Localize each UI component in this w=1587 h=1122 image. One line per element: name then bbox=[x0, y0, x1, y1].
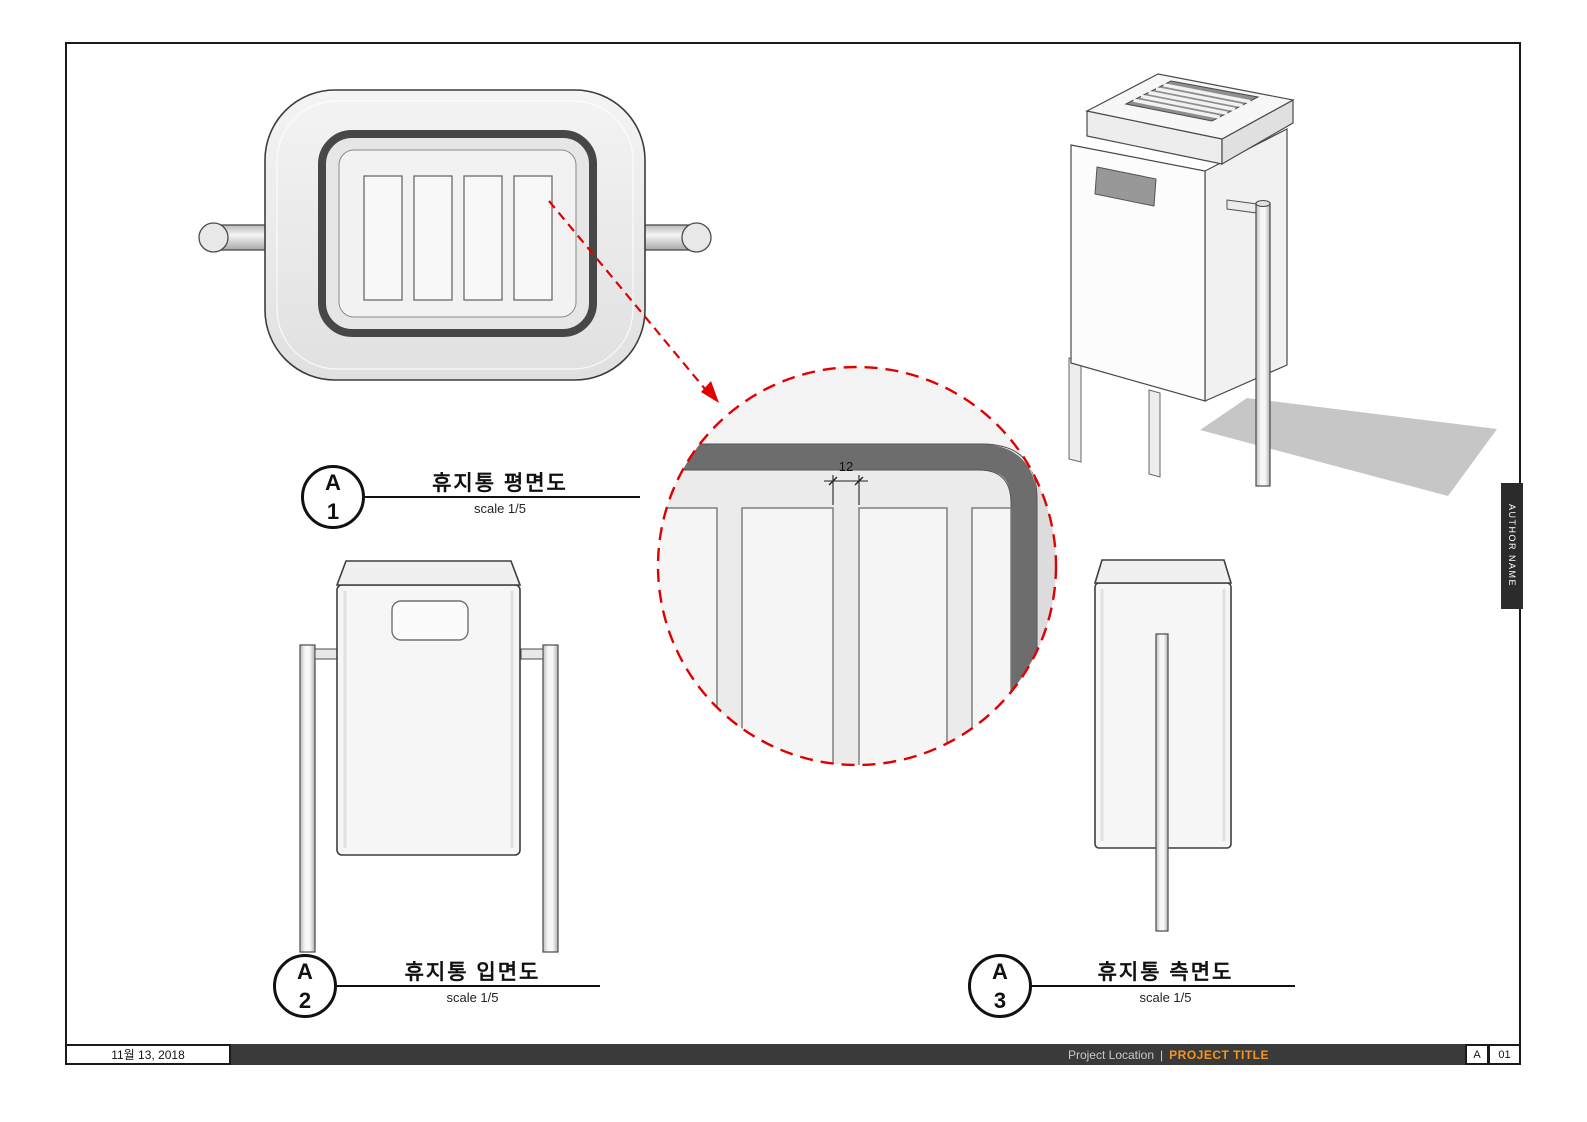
elevation-left-arm bbox=[314, 648, 338, 660]
view-scale-side-elevation: scale 1/5 bbox=[1139, 990, 1192, 1005]
bin-front-face bbox=[1070, 144, 1206, 402]
author-name-tab: AUTHOR NAME bbox=[1501, 483, 1523, 609]
dimension-value: 12 bbox=[839, 459, 853, 474]
bin-leg-cap bbox=[1255, 200, 1271, 207]
date-cell: 11월 13, 2018 bbox=[65, 1044, 231, 1065]
dimension-tick bbox=[828, 476, 838, 486]
detail-rim-inner-edge bbox=[658, 469, 1012, 765]
bin-front-right-leg bbox=[1255, 202, 1271, 487]
ref-bubble-plan: A 1 bbox=[301, 465, 365, 529]
lid-slat-line bbox=[1140, 94, 1228, 116]
title-block-footer: 11월 13, 2018 Project Location | PROJECT … bbox=[65, 1044, 1521, 1065]
ref-line-side-elevation bbox=[970, 985, 1295, 987]
detail-lid-rim bbox=[658, 444, 1037, 765]
ref-letter: A bbox=[992, 958, 1008, 984]
plan-slat bbox=[363, 175, 403, 301]
view-title-side-elevation: 휴지통 측면도 bbox=[1097, 961, 1234, 984]
detail-callout-drawing: 12 bbox=[656, 365, 1058, 767]
project-location: Project Location bbox=[1067, 1047, 1155, 1062]
plan-right-handle-cap bbox=[681, 222, 712, 253]
lid-slat-line bbox=[1148, 90, 1236, 112]
project-title-bar: Project Location | PROJECT TITLE bbox=[231, 1044, 1465, 1065]
ref-bubble-front-elevation: A 2 bbox=[273, 954, 337, 1018]
elevation-label-plate bbox=[391, 600, 469, 641]
perspective-view-drawing bbox=[1068, 73, 1497, 496]
ref-letter: A bbox=[297, 958, 313, 984]
bin-back-mid-leg bbox=[1148, 389, 1161, 478]
front-elevation-drawing bbox=[299, 560, 559, 953]
view-title-plan: 휴지통 평면도 bbox=[432, 472, 568, 495]
footer-separator: | bbox=[1160, 1047, 1164, 1062]
ref-number: 3 bbox=[993, 987, 1007, 1013]
plan-slat bbox=[513, 175, 553, 301]
lid-slat-line bbox=[1163, 83, 1251, 104]
detail-slat bbox=[741, 507, 834, 765]
ref-line-plan bbox=[303, 496, 640, 498]
ref-number: 1 bbox=[326, 498, 340, 524]
lid-slat-line bbox=[1133, 98, 1221, 119]
detail-slat bbox=[658, 507, 718, 765]
view-scale-plan: scale 1/5 bbox=[473, 501, 527, 516]
elevation-lid bbox=[335, 560, 522, 586]
ref-line-front-elevation bbox=[275, 985, 600, 987]
ref-number: 2 bbox=[298, 987, 312, 1013]
detail-leader-arrow-icon bbox=[701, 381, 719, 403]
side-lid bbox=[1093, 559, 1233, 584]
view-scale-front-elevation: scale 1/5 bbox=[446, 990, 499, 1005]
elevation-left-leg bbox=[299, 644, 316, 953]
plan-slat bbox=[463, 175, 503, 301]
bin-back-left-leg bbox=[1068, 357, 1082, 463]
dimension-tick bbox=[854, 476, 864, 486]
plan-view-drawing bbox=[198, 89, 719, 403]
project-title: PROJECT TITLE bbox=[1169, 1047, 1269, 1062]
detail-leader-line bbox=[548, 200, 706, 390]
elevation-right-arm bbox=[520, 648, 544, 660]
lid-slat-line bbox=[1155, 86, 1244, 108]
detail-slat bbox=[971, 507, 1012, 765]
ref-letter: A bbox=[325, 469, 341, 495]
side-leg bbox=[1155, 633, 1169, 932]
bin-right-face bbox=[1204, 128, 1288, 402]
bin-shadow bbox=[1200, 398, 1497, 496]
plan-bin-body-highlight bbox=[276, 100, 634, 370]
plan-left-handle-cap bbox=[198, 222, 229, 253]
elevation-right-leg bbox=[542, 644, 559, 953]
ref-bubble-side-elevation: A 3 bbox=[968, 954, 1032, 1018]
view-title-front-elevation: 휴지통 입면도 bbox=[404, 961, 541, 984]
revision-cell: A bbox=[1465, 1044, 1489, 1065]
detail-slat bbox=[858, 507, 948, 765]
side-elevation-drawing bbox=[1093, 559, 1233, 932]
bin-label-plate bbox=[1094, 166, 1157, 207]
plan-slat bbox=[413, 175, 453, 301]
sheet-number-cell: 01 bbox=[1489, 1044, 1521, 1065]
detail-callout-circle bbox=[656, 365, 1058, 767]
